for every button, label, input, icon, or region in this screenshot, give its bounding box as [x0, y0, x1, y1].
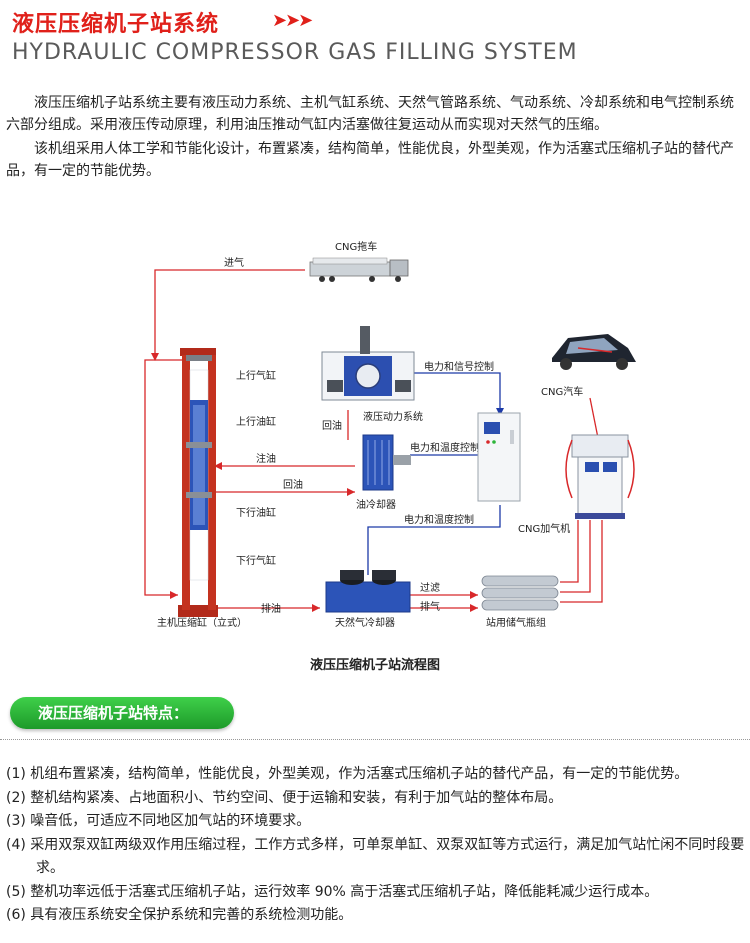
return-oil-label-1: 回油	[322, 419, 342, 432]
lower-gas-cyl-label: 下行气缸	[236, 554, 276, 567]
intro-paragraph: 液压压缩机子站系统主要有液压动力系统、主机气缸系统、天然气管路系统、气动系统、冷…	[6, 95, 734, 133]
power-temp-line-2	[367, 505, 501, 575]
left-loop-pipe	[144, 359, 182, 596]
gas-cooler-icon	[325, 570, 411, 613]
feature-item: (6) 具有液压系统安全保护系统和完善的系统检测功能。	[6, 907, 353, 923]
power-temp-label-2: 电力和温度控制	[404, 513, 474, 526]
cng-car-label: CNG汽车	[541, 385, 583, 398]
page-subtitle-en: HYDRAULIC COMPRESSOR GAS FILLING SYSTEM	[12, 40, 578, 65]
feature-item: (3) 噪音低，可适应不同地区加气站的环境要求。	[6, 813, 311, 829]
return-oil-label-2: 回油	[283, 478, 303, 491]
upper-gas-cyl-label: 上行气缸	[236, 369, 276, 382]
intro-paragraph: 该机组采用人体工学和节能化设计，布置紧凑，结构简单，性能优良，外型美观，作为活塞…	[6, 141, 734, 179]
gas-cooler-label: 天然气冷却器	[335, 616, 395, 629]
flow-diagram: CNG拖车 进气 上行气缸 上行油缸 下行油缸 下行气缸 主机压缩缸（立式） 液…	[144, 240, 636, 629]
hydraulic-power-label: 液压动力系统	[363, 410, 423, 423]
drain-oil-label: 排油	[261, 602, 281, 615]
features-list: (1) 机组布置紧凑，结构简单，性能优良，外型美观，作为活塞式压缩机子站的替代产…	[6, 763, 746, 928]
storage-to-dispenser-pipe-1	[560, 520, 579, 583]
upper-oil-cyl-label: 上行油缸	[236, 415, 276, 428]
power-signal-line	[410, 372, 501, 410]
cng-dispenser-icon	[565, 434, 635, 519]
control-cabinet-icon	[477, 412, 521, 502]
oil-cooler-icon	[362, 434, 411, 491]
oil-cooler-label: 油冷却器	[356, 498, 396, 511]
cng-car-icon	[552, 334, 636, 370]
inlet-label: 进气	[224, 256, 244, 269]
feature-item: (4) 采用双泵双缸两级双作用压缩过程，工作方式多样，可单泵单缸、双泵双缸等方式…	[6, 836, 745, 877]
hydraulic-power-icon	[321, 326, 415, 401]
storage-cylinders-icon	[481, 575, 559, 611]
cng-dispenser-label: CNG加气机	[518, 522, 570, 535]
inject-oil-label: 注油	[256, 452, 276, 465]
main-cylinder-icon	[178, 348, 218, 617]
power-signal-label: 电力和信号控制	[424, 360, 494, 373]
filter-label: 过滤	[420, 581, 440, 594]
title-arrows-icon: ➤➤➤	[272, 10, 313, 31]
page-title: 液压压缩机子站系统	[12, 12, 220, 37]
storage-to-dispenser-pipe-3	[560, 520, 603, 603]
features-title-badge: 液压压缩机子站特点：	[10, 697, 234, 729]
storage-to-dispenser-pipe-2	[560, 520, 591, 593]
divider	[0, 739, 750, 740]
main-cylinder-label: 主机压缩缸（立式）	[157, 616, 247, 629]
inlet-pipe	[154, 269, 305, 355]
exhaust-label: 排气	[420, 600, 440, 613]
diagram-caption: 液压压缩机子站流程图	[309, 658, 440, 673]
feature-item: (2) 整机结构紧凑、占地面积小、节约空间、便于运输和安装，有利于加气站的整体布…	[6, 789, 563, 806]
power-temp-label: 电力和温度控制	[410, 441, 480, 454]
cng-trailer-icon	[309, 257, 409, 282]
intro-text: 液压压缩机子站系统主要有液压动力系统、主机气缸系统、天然气管路系统、气动系统、冷…	[6, 92, 744, 184]
feature-item: (5) 整机功率远低于活塞式压缩机子站，运行效率 90% 高于活塞式压缩机子站，…	[6, 883, 659, 900]
feature-item: (1) 机组布置紧凑，结构简单，性能优良，外型美观，作为活塞式压缩机子站的替代产…	[6, 766, 689, 782]
storage-label: 站用储气瓶组	[486, 616, 546, 629]
lower-oil-cyl-label: 下行油缸	[236, 506, 276, 519]
cng-trailer-label: CNG拖车	[335, 240, 377, 253]
